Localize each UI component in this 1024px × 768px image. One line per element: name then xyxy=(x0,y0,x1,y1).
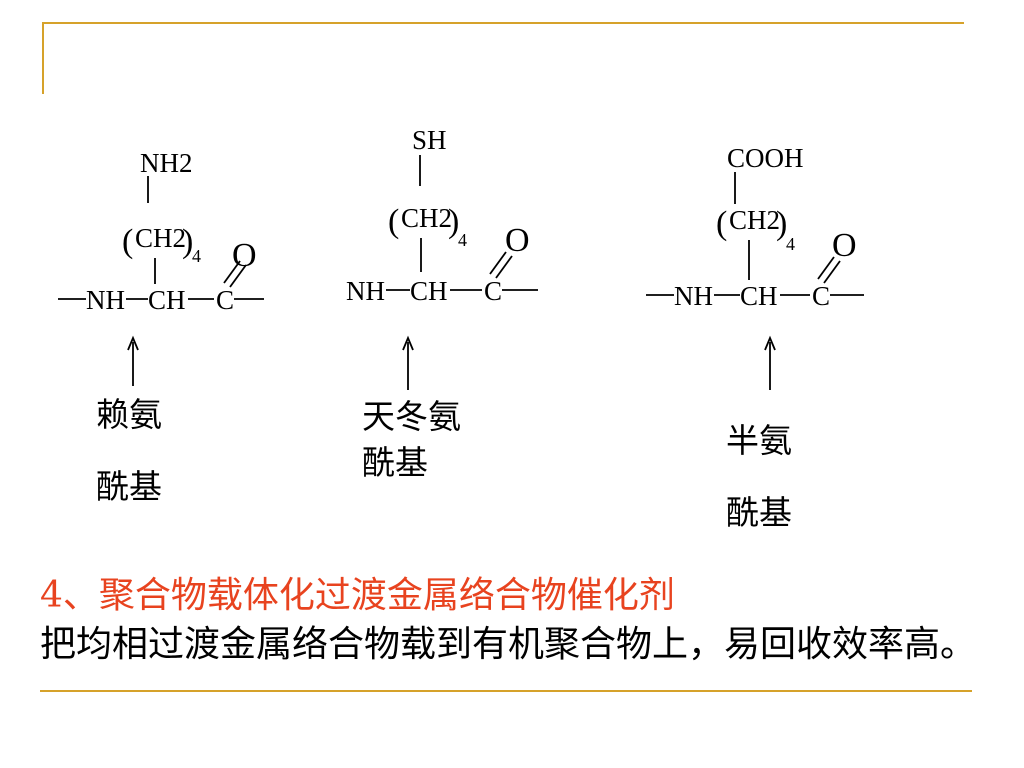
label-aspartyl-line1: 天冬氨 xyxy=(362,397,461,436)
backbone-o: O xyxy=(832,227,857,264)
label-lysyl-line1: 赖氨 xyxy=(96,395,162,434)
structure-cysteinyl: COOH ( CH2 ) 4 NH CH C O xyxy=(646,143,864,390)
paren-close: ) xyxy=(448,203,459,240)
group-nh2: NH2 xyxy=(140,148,193,178)
backbone-c: C xyxy=(216,285,234,315)
body-paragraph: 把均相过渡金属络合物载到有机聚合物上，易回收效率高。 xyxy=(40,624,977,665)
backbone-ch: CH xyxy=(740,281,778,311)
chain-subscript: 4 xyxy=(192,246,201,266)
slide-left-rule xyxy=(42,22,44,94)
chain-subscript: 4 xyxy=(458,230,467,250)
structure-lysyl: NH2 ( CH2 ) 4 NH CH C O xyxy=(58,148,264,386)
label-aspartyl-line2: 酰基 xyxy=(362,443,428,482)
label-cysteinyl-line2: 酰基 xyxy=(726,493,792,532)
backbone-o: O xyxy=(505,222,530,259)
paren-open: ( xyxy=(122,223,133,260)
backbone-ch: CH xyxy=(148,285,186,315)
slide-top-rule xyxy=(42,22,964,24)
backbone-ch: CH xyxy=(410,276,448,306)
label-lysyl-line2: 酰基 xyxy=(96,467,162,506)
chain-ch2: CH2 xyxy=(729,205,780,235)
paren-close: ) xyxy=(182,223,193,260)
backbone-c: C xyxy=(812,281,830,311)
paren-open: ( xyxy=(388,203,399,240)
chemical-structures: NH2 ( CH2 ) 4 NH CH C O SH ( CH2 ) 4 NH … xyxy=(58,125,864,390)
group-cooh: COOH xyxy=(727,143,804,173)
backbone-nh: NH xyxy=(86,285,125,315)
group-sh: SH xyxy=(412,125,447,155)
paren-close: ) xyxy=(776,205,787,242)
structure-aspartyl: SH ( CH2 ) 4 NH CH C O xyxy=(346,125,538,390)
label-cysteinyl-line1: 半氨 xyxy=(726,421,792,460)
chain-ch2: CH2 xyxy=(401,203,452,233)
paren-open: ( xyxy=(716,205,727,242)
chain-subscript: 4 xyxy=(786,234,795,254)
backbone-o: O xyxy=(232,237,257,274)
backbone-nh: NH xyxy=(346,276,385,306)
backbone-c: C xyxy=(484,276,502,306)
backbone-nh: NH xyxy=(674,281,713,311)
section-heading: 4、聚合物载体化过渡金属络合物催化剂 xyxy=(40,575,675,616)
slide-bottom-rule xyxy=(40,690,972,692)
chain-ch2: CH2 xyxy=(135,223,186,253)
